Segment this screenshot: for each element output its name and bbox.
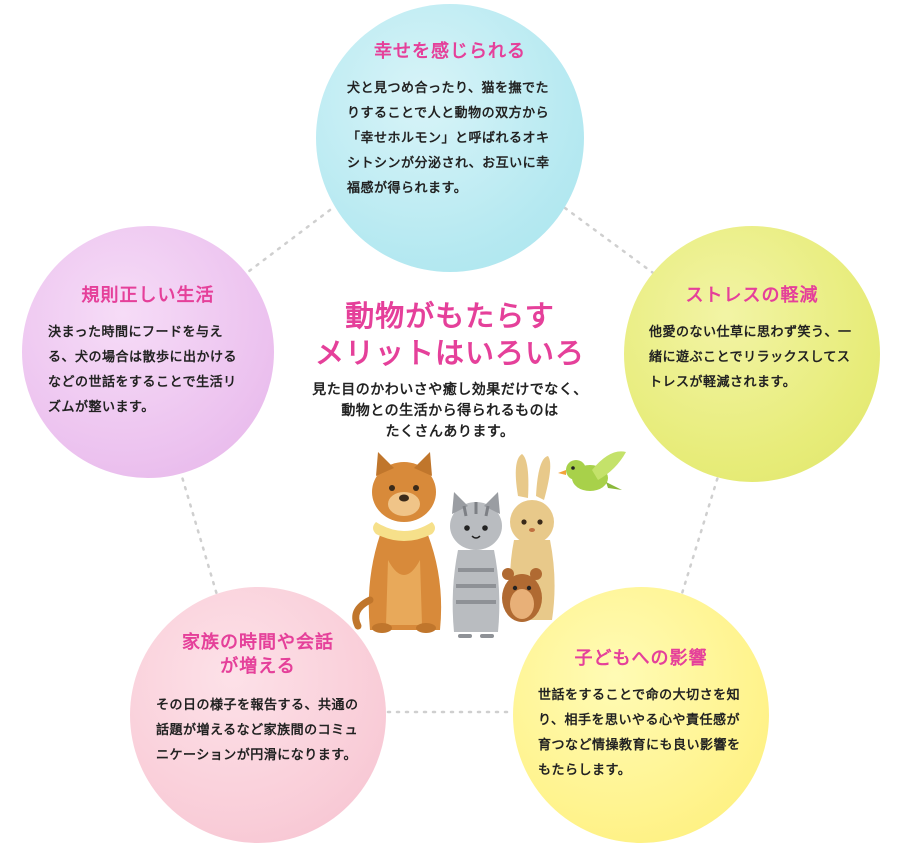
connector-left-bottom [178,468,222,607]
main-subtitle-line: たくさんあります。 [385,424,515,440]
benefit-title-line: が増える [220,656,296,677]
benefit-description: 犬と見つめ合ったり、猫を撫でたりすることで人と動物の双方から「幸せホルモン」と呼… [347,81,550,196]
main-subtitle: 見た目のかわいさや癒し効果だけでなく、 動物との生活から得られるものは たくさん… [260,380,640,443]
cat-icon [450,492,502,638]
benefit-description: その日の様子を報告する、共通の話題が増えるなど家族間のコミュニケーションが円滑に… [156,698,359,763]
main-title: 動物がもたらす メリットはいろいろ [260,298,640,372]
connector-top-left [238,208,332,280]
benefit-title: ストレスの軽減 [685,285,819,306]
main-title-line: 動物がもたらす [345,299,555,333]
benefit-description: 他愛のない仕草に思わず笑う、一緒に遊ぶことでリラックスしてストレスが軽減されます… [649,325,852,390]
benefit-title: 家族の時間や会話 が増える [130,631,386,679]
benefit-stress-relief-circle: ストレスの軽減 他愛のない仕草に思わず笑う、一緒に遊ぶことでリラックスしてストレ… [624,226,880,482]
pets-illustration [352,451,626,638]
benefit-title: 幸せを感じられる [374,41,526,62]
main-subtitle-line: 見た目のかわいさや癒し効果だけでなく、 [312,382,588,398]
benefit-description: 決まった時間にフードを与える、犬の場合は散歩に出かけるなどの世話をすることで生活… [48,325,238,415]
hamster-icon [502,568,542,622]
connector-top-right [563,206,662,280]
bird-icon [558,451,626,491]
benefit-regular-life-circle: 規則正しい生活 決まった時間にフードを与える、犬の場合は散歩に出かけるなどの世話… [22,226,274,478]
main-title-line: メリットはいろいろ [314,336,585,370]
connector-right-bottom [678,468,722,602]
main-subtitle-line: 動物との生活から得られるものは [341,403,559,419]
benefit-description: 世話をすることで命の大切さを知り、相手を思いやる心や責任感が育つなど情操教育にも… [538,688,741,778]
benefit-title: 規則正しい生活 [81,285,215,306]
benefit-family-time-circle: 家族の時間や会話 が増える その日の様子を報告する、共通の話題が増えるなど家族間… [130,587,386,843]
benefit-children-circle: 子どもへの影響 世話をすることで命の大切さを知り、相手を思いやる心や責任感が育つ… [513,587,769,843]
dog-icon [352,452,442,633]
benefit-title-line: 家族の時間や会話 [182,632,334,653]
benefit-happiness-circle: 幸せを感じられる 犬と見つめ合ったり、猫を撫でたりすることで人と動物の双方から「… [316,4,584,272]
benefit-title: 子どもへの影響 [574,648,708,669]
